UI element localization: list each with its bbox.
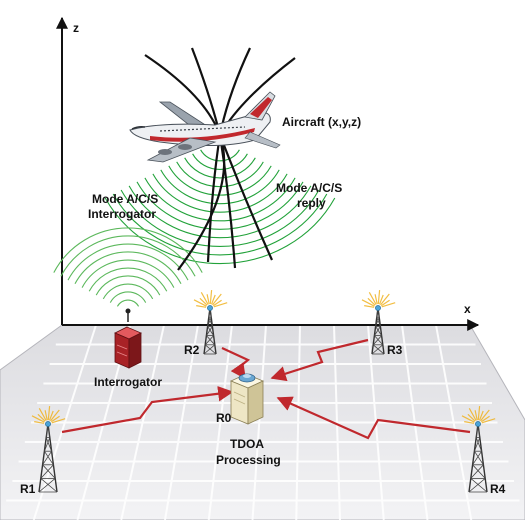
tower-r1-icon — [31, 406, 66, 493]
reply-wavefronts — [104, 149, 336, 265]
link-r4 — [276, 396, 471, 440]
interrogator-wavefronts — [53, 227, 203, 307]
reply-label-line1: Mode A/C/S — [276, 181, 342, 195]
reply-label-line2: reply — [297, 196, 326, 210]
axes: z x — [56, 16, 480, 331]
tower-r2-icon — [193, 290, 228, 355]
hyperbola-3 — [206, 47, 251, 263]
link-r3 — [270, 338, 369, 382]
data-links — [61, 338, 471, 440]
interrogator-label: Interrogator — [94, 375, 162, 389]
r3-label: R3 — [387, 343, 403, 357]
interrogator-mode-label-line2: Interrogator — [88, 207, 156, 221]
tower-r3-icon — [361, 290, 396, 355]
tdoa-label-line2: Processing — [216, 453, 281, 467]
link-r2 — [221, 347, 251, 380]
r4-label: R4 — [490, 482, 506, 496]
aircraft-icon — [129, 91, 281, 163]
tdoa-processor-icon — [230, 373, 264, 425]
tower-r4-icon — [461, 406, 496, 493]
x-axis-label: x — [464, 302, 471, 316]
tdoa-label-line1: TDOA — [230, 437, 264, 451]
link-r1 — [61, 386, 234, 434]
r0-label: R0 — [216, 411, 232, 425]
ground-plane — [0, 324, 525, 520]
interrogator-box-icon — [114, 308, 142, 369]
z-axis-label: z — [73, 21, 79, 35]
r2-label: R2 — [184, 343, 200, 357]
interrogator-mode-label-line1: Mode A/C/S — [92, 192, 158, 206]
r1-label: R1 — [20, 482, 36, 496]
aircraft-label: Aircraft (x,y,z) — [282, 115, 361, 129]
